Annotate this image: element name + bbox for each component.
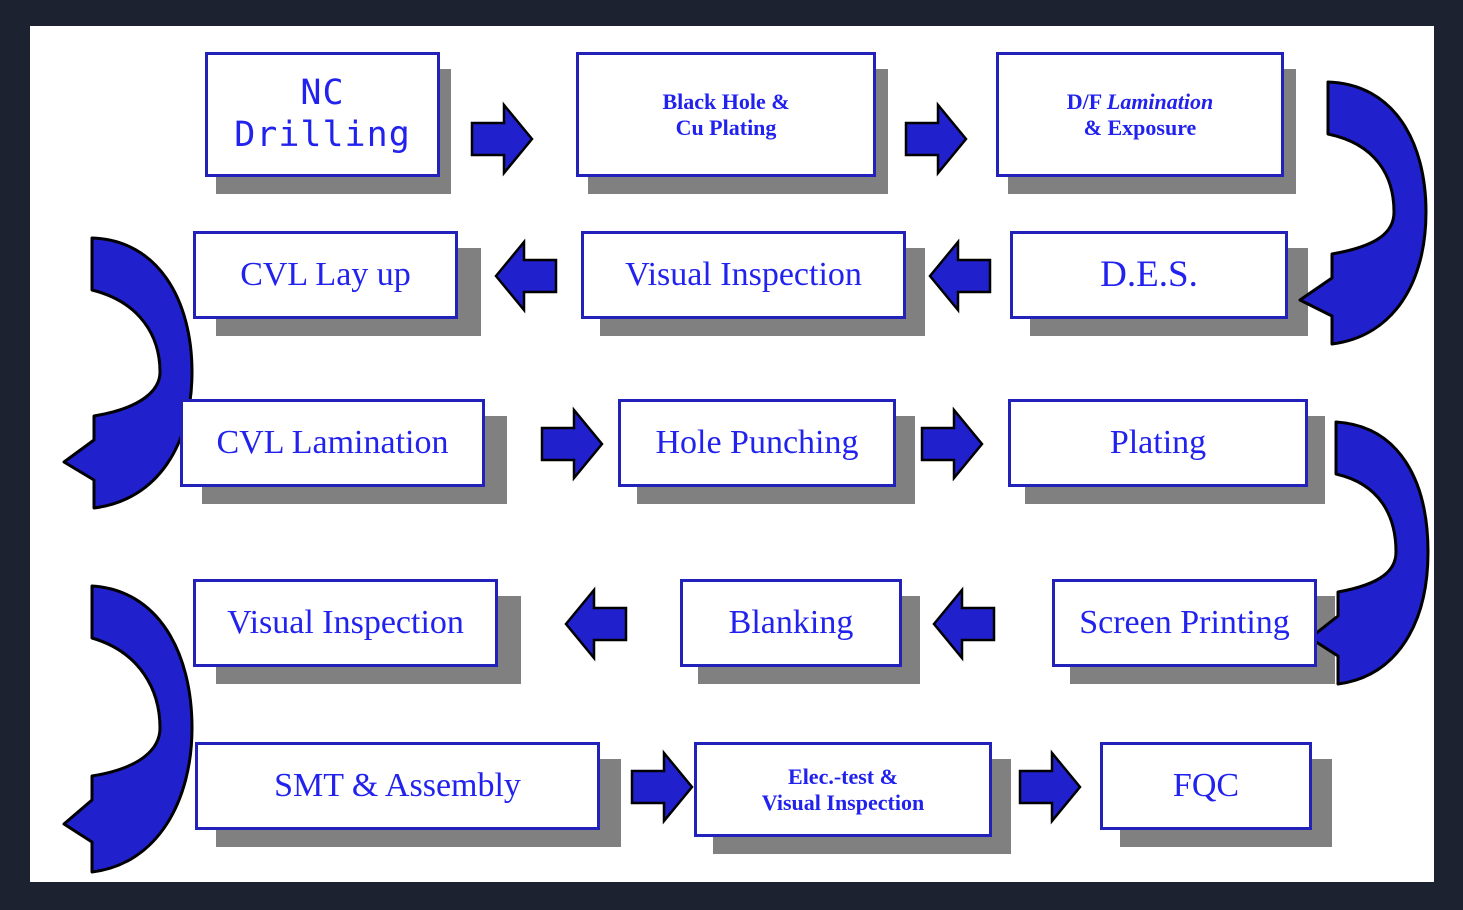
arrow-right-holepunching-to-plating	[920, 406, 984, 482]
process-label: Plating	[1109, 423, 1207, 461]
arrow-left-visualinsp1-to-cvllayup	[494, 238, 558, 314]
process-label-line2: Cu Plating	[675, 114, 777, 140]
process-label-line1: D/F Lamination	[1066, 88, 1214, 114]
process-box-black-hole[interactable]: Black Hole & Cu Plating	[576, 52, 876, 177]
process-label-line1: Black Hole &	[662, 88, 790, 114]
arrow-right-smt-to-electest	[630, 749, 694, 825]
process-label: Visual Inspection	[227, 603, 464, 641]
diagram-canvas: NC Drilling Black Hole & Cu Plating D/F …	[30, 26, 1434, 882]
process-box-plating[interactable]: Plating	[1008, 399, 1308, 487]
process-box-des[interactable]: D.E.S.	[1010, 231, 1288, 319]
process-box-fqc[interactable]: FQC	[1100, 742, 1312, 830]
process-box-smt-assembly[interactable]: SMT & Assembly	[195, 742, 600, 830]
process-label-line1: Elec.-test &	[788, 763, 898, 789]
process-box-visual-inspection-1[interactable]: Visual Inspection	[581, 231, 906, 319]
process-label: Visual Inspection	[625, 255, 862, 293]
process-label: D.E.S.	[1100, 254, 1198, 296]
arrow-right-cvllamination-to-holepunching	[540, 406, 604, 482]
process-label: CVL Lamination	[216, 423, 449, 461]
process-label: Hole Punching	[655, 423, 859, 461]
process-label: SMT & Assembly	[274, 766, 521, 804]
arrow-left-blanking-to-visualinsp2	[564, 586, 628, 662]
process-label: CVL Lay up	[240, 255, 411, 293]
arrow-left-screenprinting-to-blanking	[932, 586, 996, 662]
process-box-screen-printing[interactable]: Screen Printing	[1052, 579, 1317, 667]
uturn-arrow-right-plating-to-screenprinting	[1308, 412, 1438, 692]
process-label: D/F Lamination & Exposure	[999, 89, 1281, 141]
process-label: Black Hole & Cu Plating	[579, 89, 873, 141]
emphasized-word: Lamination	[1106, 88, 1214, 114]
uturn-arrow-right-df-to-des	[1298, 72, 1438, 352]
process-label: FQC	[1172, 766, 1240, 804]
process-box-cvl-layup[interactable]: CVL Lay up	[193, 231, 458, 319]
process-box-nc-drilling[interactable]: NC Drilling	[205, 52, 440, 177]
process-label: Screen Printing	[1079, 603, 1290, 641]
process-label: Elec.-test & Visual Inspection	[697, 764, 989, 816]
process-label-line2: & Exposure	[1083, 114, 1197, 140]
process-box-hole-punching[interactable]: Hole Punching	[618, 399, 896, 487]
process-box-df-lamination[interactable]: D/F Lamination & Exposure	[996, 52, 1284, 177]
process-box-blanking[interactable]: Blanking	[680, 579, 902, 667]
process-label: NC Drilling	[234, 73, 411, 155]
process-box-elec-test[interactable]: Elec.-test & Visual Inspection	[694, 742, 992, 837]
process-label-line2: Visual Inspection	[761, 789, 925, 815]
arrow-right-nc-to-blackhole	[470, 101, 534, 177]
uturn-arrow-left-cvllayup-to-cvllamination	[62, 230, 204, 514]
arrow-right-blackhole-to-df	[904, 101, 968, 177]
process-box-visual-inspection-2[interactable]: Visual Inspection	[193, 579, 498, 667]
uturn-arrow-left-visualinsp2-to-smtassembly	[62, 578, 204, 878]
process-box-cvl-lamination[interactable]: CVL Lamination	[180, 399, 485, 487]
arrow-right-electest-to-fqc	[1018, 749, 1082, 825]
process-label: Blanking	[728, 603, 854, 641]
arrow-left-des-to-visualinsp1	[928, 238, 992, 314]
